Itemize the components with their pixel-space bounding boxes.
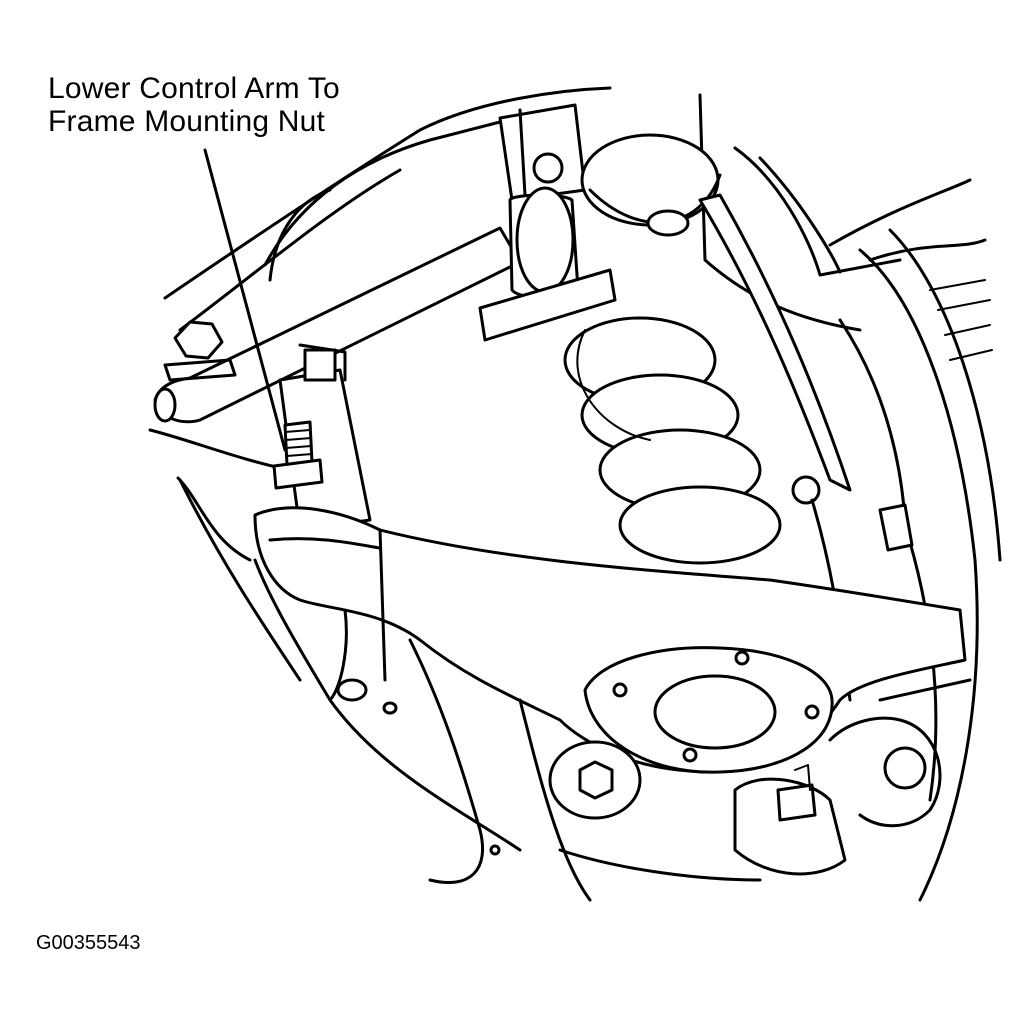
- callout-line-1: Lower Control Arm To: [48, 72, 340, 105]
- tie-rod-end: [733, 678, 972, 876]
- ball-joint-plate: [583, 646, 834, 774]
- callout-label: Lower Control Arm To Frame Mounting Nut: [48, 72, 340, 138]
- brake-rotor-outline: [838, 228, 1002, 902]
- frame-mount-bracket: [278, 343, 372, 532]
- lower-frame-section: [178, 478, 762, 902]
- mounting-nut: [272, 420, 324, 490]
- callout-leader-line: [203, 148, 287, 452]
- upper-left-bolt: [163, 320, 237, 382]
- coil-spring: [563, 316, 782, 565]
- upper-spring-seat: [580, 133, 722, 237]
- figure-id: G00355543: [36, 932, 141, 954]
- callout-line-2: Frame Mounting Nut: [48, 105, 326, 138]
- stabilizer-bracket: [478, 103, 617, 342]
- lower-bushing-bolt: [548, 740, 642, 820]
